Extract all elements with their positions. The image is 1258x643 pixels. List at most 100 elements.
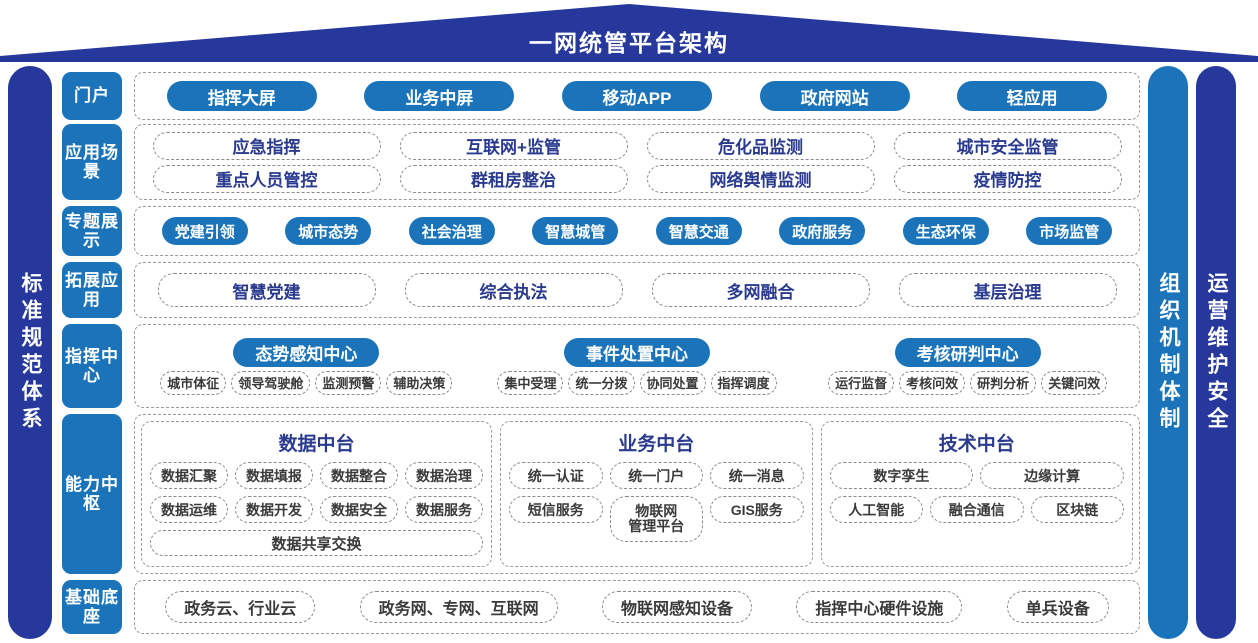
topic-item[interactable]: 城市态势 bbox=[285, 217, 372, 245]
hub-box-title: 数据中台 bbox=[278, 434, 355, 455]
hub-item[interactable]: 数据服务 bbox=[405, 496, 483, 523]
row-label-command[interactable]: 指挥中心 bbox=[62, 324, 122, 408]
hub-item[interactable]: 人工智能 bbox=[829, 496, 923, 523]
base-item[interactable]: 物联网感知设备 bbox=[601, 591, 752, 623]
hub-item[interactable]: 数字孪生 bbox=[829, 462, 974, 489]
hub-box-title: 技术中台 bbox=[938, 434, 1015, 455]
scene-item[interactable]: 群租房整治 bbox=[399, 164, 628, 193]
hub-item-iot-platform[interactable]: 物联网 管理平台 bbox=[609, 496, 703, 542]
command-tag[interactable]: 关键问效 bbox=[1041, 370, 1108, 395]
command-group-title[interactable]: 考核研判中心 bbox=[894, 337, 1041, 367]
command-tag[interactable]: 领导驾驶舱 bbox=[231, 370, 311, 395]
base-item[interactable]: 政务云、行业云 bbox=[165, 591, 316, 623]
hub-item[interactable]: 统一认证 bbox=[509, 462, 603, 489]
scene-line-2: 重点人员管控 群租房整治 网络舆情监测 疫情防控 bbox=[143, 164, 1131, 193]
hub-line: 人工智能 融合通信 区块链 bbox=[829, 496, 1124, 523]
topic-item[interactable]: 生态环保 bbox=[902, 217, 989, 245]
command-tag[interactable]: 协同处置 bbox=[639, 370, 706, 395]
row-command-center: 态势感知中心 城市体征 领导驾驶舱 监测预警 辅助决策 事件处置中心 集中受理 … bbox=[134, 324, 1140, 408]
row-topic-display: 党建引领 城市态势 社会治理 智慧城管 智慧交通 政府服务 生态环保 市场监管 bbox=[134, 206, 1140, 256]
scene-item[interactable]: 危化品监测 bbox=[646, 131, 875, 160]
base-item[interactable]: 单兵设备 bbox=[1006, 591, 1109, 623]
extend-item[interactable]: 智慧党建 bbox=[157, 273, 376, 307]
portal-item[interactable]: 政府网站 bbox=[759, 81, 910, 111]
portal-item[interactable]: 移动APP bbox=[561, 81, 712, 111]
row-label-portal[interactable]: 门户 bbox=[62, 72, 122, 120]
hub-line: 短信服务 物联网 管理平台 GIS服务 bbox=[509, 496, 804, 542]
base-item[interactable]: 指挥中心硬件设施 bbox=[796, 591, 963, 623]
row-label-topic[interactable]: 专题展示 bbox=[62, 206, 122, 256]
extend-item[interactable]: 基层治理 bbox=[898, 273, 1117, 307]
command-tag[interactable]: 城市体征 bbox=[160, 370, 227, 395]
topic-item[interactable]: 智慧交通 bbox=[655, 217, 742, 245]
scene-item[interactable]: 重点人员管控 bbox=[152, 164, 381, 193]
hub-item[interactable]: 融合通信 bbox=[930, 496, 1024, 523]
hub-item[interactable]: 数据填报 bbox=[235, 462, 313, 489]
topic-item[interactable]: 社会治理 bbox=[408, 217, 495, 245]
command-tag[interactable]: 辅助决策 bbox=[386, 370, 453, 395]
hub-item[interactable]: 数据开发 bbox=[235, 496, 313, 523]
command-group-tags: 集中受理 统一分拨 协同处置 指挥调度 bbox=[497, 370, 777, 395]
command-group-assessment: 考核研判中心 运行监督 考核问效 研判分析 关键问效 bbox=[802, 329, 1133, 403]
command-tag[interactable]: 指挥调度 bbox=[710, 370, 777, 395]
hub-item-data-sharing[interactable]: 数据共享交换 bbox=[150, 530, 483, 556]
hub-item[interactable]: 统一门户 bbox=[609, 462, 703, 489]
row-label-hub[interactable]: 能力中枢 bbox=[62, 414, 122, 574]
header-roof: 一网统管平台架构 bbox=[0, 0, 1258, 62]
hub-item[interactable]: 统一消息 bbox=[710, 462, 804, 489]
sidebar-organization-mechanism: 组织机制体制 bbox=[1148, 66, 1188, 639]
extend-item[interactable]: 多网融合 bbox=[651, 273, 870, 307]
scene-item[interactable]: 网络舆情监测 bbox=[646, 164, 875, 193]
topic-item[interactable]: 市场监管 bbox=[1026, 217, 1113, 245]
hub-line: 数字孪生 边缘计算 bbox=[829, 462, 1124, 489]
hub-item[interactable]: 短信服务 bbox=[509, 496, 603, 523]
hub-item[interactable]: 数据汇聚 bbox=[150, 462, 228, 489]
row-portal: 指挥大屏 业务中屏 移动APP 政府网站 轻应用 bbox=[134, 72, 1140, 120]
portal-item[interactable]: 轻应用 bbox=[957, 81, 1108, 111]
topic-item[interactable]: 政府服务 bbox=[779, 217, 866, 245]
row-extended-applications: 智慧党建 综合执法 多网融合 基层治理 bbox=[134, 262, 1140, 318]
command-group-tags: 运行监督 考核问效 研判分析 关键问效 bbox=[828, 370, 1108, 395]
hub-item[interactable]: 边缘计算 bbox=[980, 462, 1124, 489]
portal-item[interactable]: 业务中屏 bbox=[364, 81, 515, 111]
hub-item[interactable]: 数据治理 bbox=[405, 462, 483, 489]
command-group-situation-awareness: 态势感知中心 城市体征 领导驾驶舱 监测预警 辅助决策 bbox=[141, 329, 472, 403]
portal-item[interactable]: 指挥大屏 bbox=[166, 81, 317, 111]
hub-item[interactable]: 数据运维 bbox=[150, 496, 228, 523]
row-infrastructure-base: 政务云、行业云 政务网、专网、互联网 物联网感知设备 指挥中心硬件设施 单兵设备 bbox=[134, 580, 1140, 634]
command-group-title[interactable]: 事件处置中心 bbox=[564, 337, 710, 367]
hub-box-data-platform: 数据中台 数据汇聚 数据填报 数据整合 数据治理 数据运维 数据开发 数据安全 … bbox=[141, 421, 492, 567]
hub-item[interactable]: 数据安全 bbox=[320, 496, 398, 523]
hub-item[interactable]: 区块链 bbox=[1030, 496, 1124, 523]
command-tag[interactable]: 运行监督 bbox=[828, 370, 895, 395]
topic-item[interactable]: 智慧城管 bbox=[532, 217, 619, 245]
scene-item[interactable]: 城市安全监管 bbox=[893, 131, 1122, 160]
scene-item[interactable]: 应急指挥 bbox=[152, 131, 381, 160]
hub-item-line: 管理平台 bbox=[628, 518, 685, 534]
sidebar-operations-security: 运营维护安全 bbox=[1196, 66, 1236, 639]
scene-item[interactable]: 互联网+监管 bbox=[399, 131, 628, 160]
command-tag[interactable]: 集中受理 bbox=[497, 370, 564, 395]
hub-item[interactable]: 数据整合 bbox=[320, 462, 398, 489]
hub-box-tech-platform: 技术中台 数字孪生 边缘计算 人工智能 融合通信 区块链 bbox=[820, 421, 1133, 567]
base-item[interactable]: 政务网、专网、互联网 bbox=[359, 591, 558, 623]
command-tag[interactable]: 研判分析 bbox=[970, 370, 1037, 395]
extend-item[interactable]: 综合执法 bbox=[404, 273, 623, 307]
sidebar-organization-mechanism-label: 组织机制体制 bbox=[1157, 271, 1181, 434]
command-tag[interactable]: 统一分拨 bbox=[568, 370, 635, 395]
hub-box-title: 业务中台 bbox=[618, 434, 695, 455]
command-group-title[interactable]: 态势感知中心 bbox=[233, 337, 380, 367]
hub-item[interactable]: GIS服务 bbox=[710, 496, 804, 523]
topic-item[interactable]: 党建引领 bbox=[161, 217, 248, 245]
sidebar-operations-security-label: 运营维护安全 bbox=[1205, 271, 1229, 434]
sidebar-standard-system: 标准规范体系 bbox=[8, 66, 52, 639]
row-label-scenes[interactable]: 应用场景 bbox=[62, 124, 122, 200]
command-group-tags: 城市体征 领导驾驶舱 监测预警 辅助决策 bbox=[160, 370, 453, 395]
sidebar-standard-system-label: 标准规范体系 bbox=[19, 271, 43, 434]
row-label-extend[interactable]: 拓展应用 bbox=[62, 262, 122, 318]
scene-item[interactable]: 疫情防控 bbox=[893, 164, 1122, 193]
command-tag[interactable]: 考核问效 bbox=[899, 370, 966, 395]
row-label-base[interactable]: 基础底座 bbox=[62, 580, 122, 634]
command-tag[interactable]: 监测预警 bbox=[315, 370, 382, 395]
